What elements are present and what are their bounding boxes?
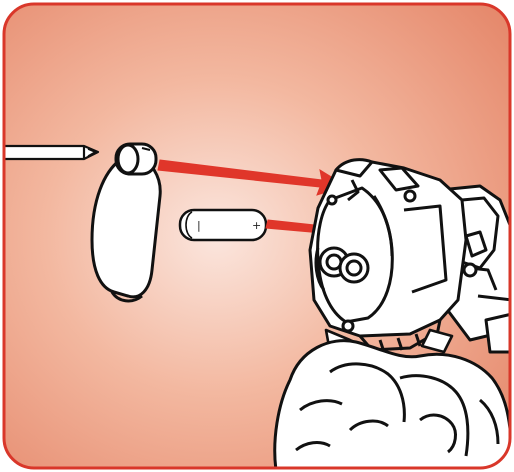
screwdriver-icon [0, 146, 98, 159]
device-body-icon [310, 160, 512, 352]
battery-positive-label: + [252, 219, 261, 232]
battery-icon: | + [180, 210, 266, 240]
battery-negative-label: | [197, 219, 201, 232]
